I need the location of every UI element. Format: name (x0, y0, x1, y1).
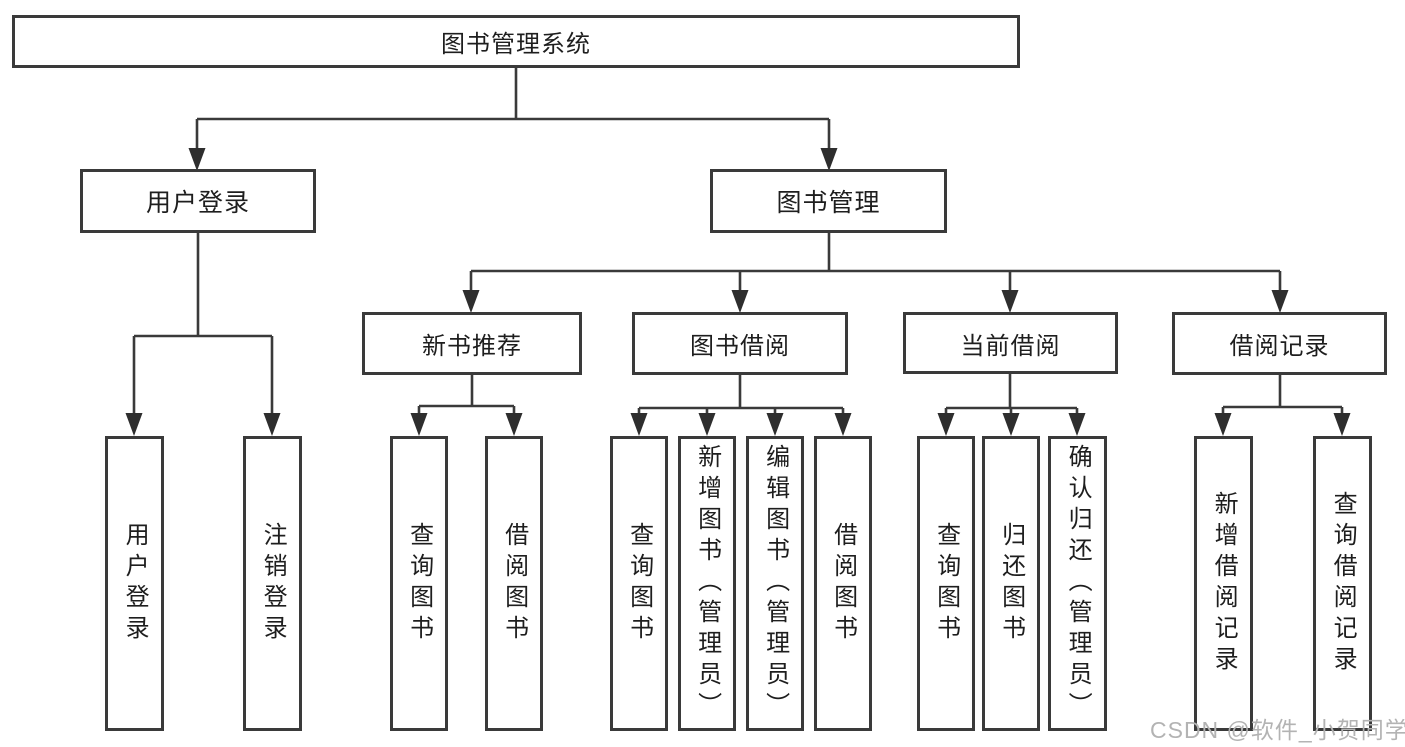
leaf-confirm-return-admin: 确认归还（管理员） (1048, 436, 1107, 731)
leaf-query-books-recommend: 查询图书 (390, 436, 448, 731)
node-current-borrow: 当前借阅 (903, 312, 1118, 374)
leaf-query-borrow-record: 查询借阅记录 (1313, 436, 1372, 731)
leaf-add-borrow-record: 新增借阅记录 (1194, 436, 1253, 731)
node-book-borrow: 图书借阅 (632, 312, 848, 375)
leaf-borrow-books: 借阅图书 (814, 436, 872, 731)
watermark-text: CSDN @软件_小贺同学 (1150, 717, 1405, 743)
node-new-book-recommend: 新书推荐 (362, 312, 582, 375)
node-root-system: 图书管理系统 (12, 15, 1020, 68)
leaf-logout: 注销登录 (243, 436, 302, 731)
node-book-management: 图书管理 (710, 169, 947, 233)
leaf-return-book: 归还图书 (982, 436, 1040, 731)
leaf-query-books-current: 查询图书 (917, 436, 975, 731)
leaf-query-books-borrow: 查询图书 (610, 436, 668, 731)
node-user-login: 用户登录 (80, 169, 316, 233)
leaf-add-book-admin: 新增图书（管理员） (678, 436, 736, 731)
leaf-edit-book-admin: 编辑图书（管理员） (746, 436, 804, 731)
node-borrow-records: 借阅记录 (1172, 312, 1387, 375)
leaf-borrow-books-recommend: 借阅图书 (485, 436, 543, 731)
leaf-user-login: 用户登录 (105, 436, 164, 731)
